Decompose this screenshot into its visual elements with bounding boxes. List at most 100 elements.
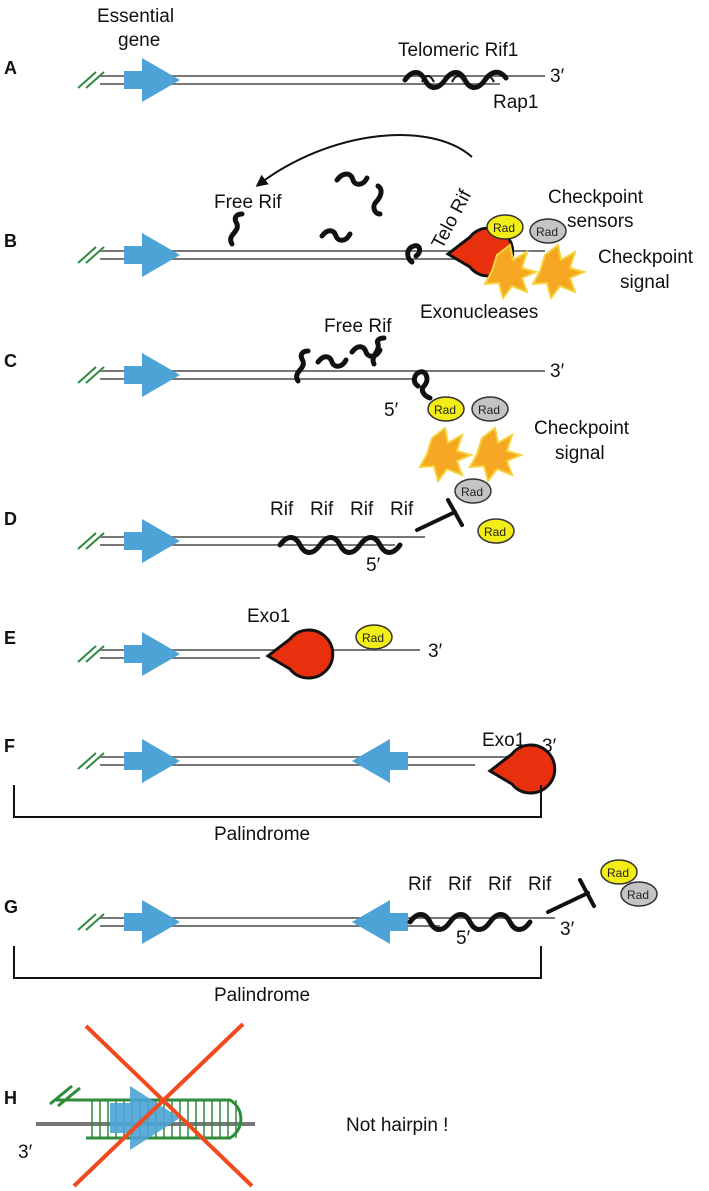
dna-break-hatch: [77, 532, 105, 550]
free-rif-squiggle: [294, 348, 311, 384]
rif-label: Rif: [310, 499, 334, 520]
essential-gene-arrow-reverse: [352, 739, 408, 783]
rad-protein-grey: [620, 881, 658, 907]
three-prime-label: 3′: [542, 736, 557, 757]
rad-protein-yellow: [486, 214, 524, 240]
not-hairpin-label: Not hairpin !: [346, 1115, 448, 1136]
three-prime-label: 3′: [550, 361, 565, 382]
free-rif-label: Free Rif: [324, 316, 392, 337]
panel-label-b: B: [4, 231, 17, 251]
essential-gene-arrow: [124, 233, 180, 277]
free-rif-squiggle: [411, 369, 433, 401]
panel-label-c: C: [4, 351, 17, 371]
panel-label-e: E: [4, 628, 16, 648]
three-prime-label: 3′: [18, 1142, 33, 1163]
rif-label: Rif: [448, 874, 472, 895]
checkpoint-signal-spark: [531, 243, 587, 301]
exo1-label: Exo1: [247, 606, 290, 627]
checkpoint-signal-spark: [468, 426, 524, 484]
rif-coil: [407, 912, 533, 932]
panel-c: C Free Rif 3′ 5′ Rad Rad Checkpoint sign…: [4, 316, 630, 484]
rad-label: Rad: [478, 403, 500, 417]
three-prime-label: 3′: [428, 641, 443, 662]
panel-label-d: D: [4, 509, 17, 529]
rad-protein-yellow: [600, 859, 638, 885]
dna-break-hatch: [77, 913, 105, 931]
exonucleases-label: Exonucleases: [420, 302, 538, 323]
checkpoint-sensors-label-line1: Checkpoint: [548, 187, 644, 208]
three-prime-label: 3′: [560, 919, 575, 940]
hairpin-strand: [56, 1098, 243, 1140]
essential-gene-arrow: [124, 58, 180, 102]
free-rif-squiggle: [315, 354, 349, 369]
panel-b: B Free Rif Telo Rif Exonucleases Rad Rad…: [4, 134, 694, 323]
checkpoint-signal-spark: [483, 243, 539, 301]
red-cross-mark: [72, 1022, 254, 1188]
rif-label: Rif: [270, 499, 294, 520]
rif-label: Rif: [390, 499, 414, 520]
panel-f: F Exo1 3′ Palindrome: [4, 730, 557, 845]
dna-break-hatch: [77, 752, 105, 770]
rad-label: Rad: [362, 631, 384, 645]
free-rif-label: Free Rif: [214, 192, 282, 213]
rad-label: Rad: [484, 525, 506, 539]
five-prime-label: 5′: [456, 928, 471, 949]
free-rif-squiggle: [371, 183, 384, 217]
free-rif-squiggle: [334, 171, 370, 187]
checkpoint-signal-label-line2: signal: [620, 272, 670, 293]
rad-label: Rad: [493, 221, 515, 235]
dna-break-hatch: [77, 246, 105, 264]
palindrome-label: Palindrome: [214, 824, 310, 845]
dna-break-hatch: [77, 366, 105, 384]
panel-label-a: A: [4, 58, 17, 78]
rap1-label: Rap1: [493, 92, 538, 113]
free-rif-squiggle: [228, 211, 245, 247]
panel-h: H 3′ Not hairpin !: [4, 1022, 448, 1188]
essential-gene-arrow: [124, 632, 180, 676]
panel-label-g: G: [4, 897, 18, 917]
panel-a: A Essential gene Telomeric Rif1 Rap1 3′: [4, 6, 565, 113]
checkpoint-sensors-label-line2: sensors: [567, 211, 634, 232]
panel-d: D Rif Rif Rif Rif 5′ Rad Rad: [4, 478, 515, 576]
exo1-pacman: [487, 743, 557, 795]
rad-label: Rad: [627, 888, 649, 902]
rad-protein-grey: [471, 396, 509, 422]
telomeric-rif1-coil: [402, 69, 509, 90]
rif-label: Rif: [350, 499, 374, 520]
rad-protein-yellow: [427, 396, 465, 422]
checkpoint-signal-label-line2: signal: [555, 443, 605, 464]
essential-gene-arrow: [124, 739, 180, 783]
rad-label: Rad: [461, 485, 483, 499]
checkpoint-signal-spark: [418, 426, 474, 484]
checkpoint-signal-label-line1: Checkpoint: [534, 418, 630, 439]
palindrome-label: Palindrome: [214, 985, 310, 1006]
essential-gene-label-line1: Essential: [97, 6, 174, 27]
palindrome-bracket: [13, 946, 542, 979]
three-prime-label: 3′: [550, 66, 565, 87]
dna-break-hatch: [77, 71, 105, 89]
rif-coil: [277, 535, 403, 555]
release-arrow: [255, 134, 473, 187]
rif-label: Rif: [528, 874, 552, 895]
five-prime-label: 5′: [384, 400, 399, 421]
five-prime-label: 5′: [366, 555, 381, 576]
essential-gene-arrow: [124, 900, 180, 944]
rad-protein-grey: [529, 218, 567, 244]
essential-gene-arrow-reverse: [352, 900, 408, 944]
rad-protein-yellow: [355, 624, 393, 650]
inhibition-symbol: [415, 498, 464, 532]
free-rif-squiggle: [319, 228, 353, 243]
free-rif-squiggle: [370, 335, 387, 367]
inhibition-symbol: [546, 878, 596, 914]
panel-e: E Exo1 Rad 3′: [4, 606, 443, 680]
rad-label: Rad: [607, 866, 629, 880]
panel-g: G Rif Rif Rif Rif 5′ 3′ Rad Rad Palindro…: [4, 859, 658, 1006]
rad-label: Rad: [536, 225, 558, 239]
rad-label: Rad: [434, 403, 456, 417]
exo1-pacman: [265, 628, 335, 680]
panel-label-f: F: [4, 736, 15, 756]
essential-gene-arrow: [124, 353, 180, 397]
essential-gene-label-line2: gene: [118, 30, 160, 51]
checkpoint-signal-label-line1: Checkpoint: [598, 247, 694, 268]
palindrome-bracket: [13, 785, 542, 818]
